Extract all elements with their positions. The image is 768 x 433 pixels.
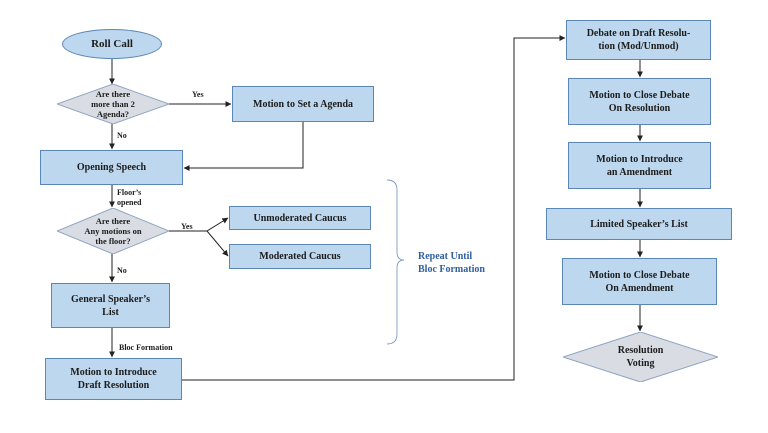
- node-question-motions-label: Are there Any motions on the floor?: [84, 216, 142, 246]
- node-question-agenda: Are there more than 2 Agenda?: [57, 84, 169, 124]
- node-unmoderated-caucus: Unmoderated Caucus: [229, 206, 371, 230]
- edge-motions-yes-unmod: [169, 217, 229, 232]
- group-label-repeat: Repeat Until Bloc Formation: [418, 251, 485, 275]
- edge-label-floor-opened: Floor’s opened: [117, 188, 142, 207]
- edge-label-no-agenda: No: [117, 131, 127, 140]
- edge-label-no-motions: No: [117, 266, 127, 275]
- edge-motions-yes-mod: [206, 230, 229, 257]
- diamond-shape: [563, 332, 718, 382]
- diamond-shape: [57, 84, 169, 124]
- edge-label-bloc-formation: Bloc Formation: [119, 343, 173, 352]
- node-debate-draft-resolution: Debate on Draft Resolu- tion (Mod/Unmod): [566, 20, 711, 60]
- node-motion-draft-resolution: Motion to Introduce Draft Resolution: [45, 358, 182, 400]
- node-moderated-caucus: Moderated Caucus: [229, 244, 371, 269]
- node-general-speakers-list: General Speaker’s List: [51, 283, 170, 328]
- node-opening-speech: Opening Speech: [40, 150, 183, 185]
- edge-draft-to-debate: [182, 35, 566, 381]
- edge-label-yes-agenda: Yes: [192, 90, 204, 99]
- edge-label-yes-motions: Yes: [181, 222, 193, 231]
- node-question-motions: Are there Any motions on the floor?: [57, 208, 169, 254]
- node-roll-call: Roll Call: [62, 29, 162, 59]
- edge-set-agenda-to-opening: [183, 122, 304, 171]
- node-limited-speakers-list: Limited Speaker’s List: [546, 208, 732, 240]
- node-resolution-voting-label: Resolution Voting: [617, 345, 664, 369]
- node-motion-amendment: Motion to Introduce an Amendment: [568, 142, 711, 189]
- node-resolution-voting: Resolution Voting: [563, 332, 718, 382]
- node-close-debate-resolution: Motion to Close Debate On Resolution: [568, 78, 711, 125]
- diamond-shape: [57, 208, 169, 254]
- node-motion-set-agenda: Motion to Set a Agenda: [232, 86, 374, 122]
- bracket-repeat: [386, 179, 405, 345]
- node-close-debate-amendment: Motion to Close Debate On Amendment: [562, 258, 717, 305]
- node-question-agenda-label: Are there more than 2 Agenda?: [91, 89, 135, 119]
